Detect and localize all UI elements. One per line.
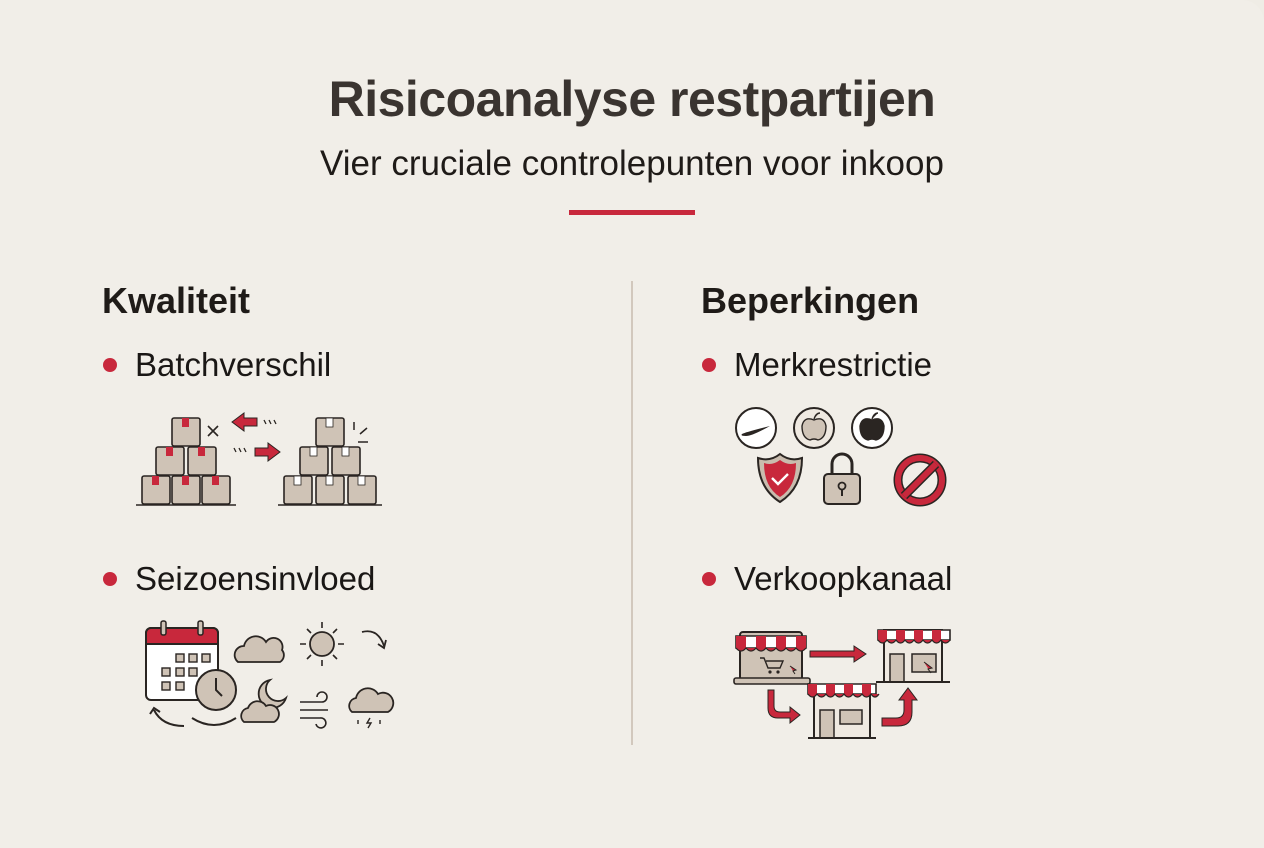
bullet-batchverschil: Batchverschil xyxy=(103,346,331,384)
bullet-verkoopkanaal: Verkoopkanaal xyxy=(702,560,952,598)
section-title-beperkingen: Beperkingen xyxy=(701,280,920,321)
calendar-weather-icon xyxy=(145,620,395,729)
bullet-dot-icon xyxy=(702,572,716,586)
bullet-merkrestrictie: Merkrestrictie xyxy=(702,346,932,384)
bullet-label: Batchverschil xyxy=(135,346,332,383)
sales-channel-stores-icon xyxy=(733,629,951,739)
page-subtitle: Vier cruciale controlepunten voor inkoop xyxy=(320,144,944,183)
accent-divider xyxy=(569,210,695,215)
bullet-label: Merkrestrictie xyxy=(734,346,933,383)
bullet-label: Verkoopkanaal xyxy=(734,560,953,597)
bullet-seizoensinvloed: Seizoensinvloed xyxy=(103,560,375,598)
bullet-dot-icon xyxy=(702,358,716,372)
bullet-label: Seizoensinvloed xyxy=(135,560,376,597)
bullet-dot-icon xyxy=(103,572,117,586)
page-title: Risicoanalyse restpartijen xyxy=(328,71,936,127)
mismatched-box-stacks-icon xyxy=(136,412,382,506)
brand-restriction-icons xyxy=(735,407,947,507)
bullet-dot-icon xyxy=(103,358,117,372)
column-divider xyxy=(631,281,633,745)
section-title-kwaliteit: Kwaliteit xyxy=(102,280,251,321)
